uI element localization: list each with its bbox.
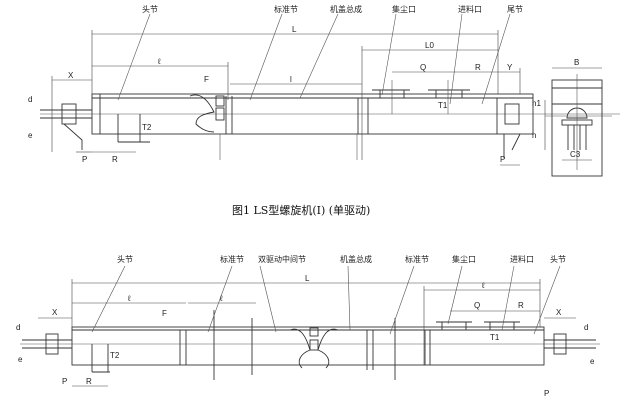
dim-B: B bbox=[574, 58, 579, 67]
dim-R-bottom: R bbox=[86, 377, 92, 386]
dim-T1: T1 bbox=[490, 333, 500, 342]
label-inlet: 进料口 bbox=[458, 4, 482, 14]
label-standard-1: 标准节 bbox=[220, 254, 244, 264]
dim-R-bottom: R bbox=[112, 155, 118, 164]
dim-P-right: P bbox=[544, 389, 549, 398]
dim-h: h bbox=[532, 131, 536, 140]
label-double-drive-middle: 双驱动中间节 bbox=[258, 254, 306, 264]
dim-d-right: d bbox=[584, 323, 588, 332]
dim-L: L bbox=[292, 25, 297, 34]
label-cover: 机盖总成 bbox=[330, 4, 362, 14]
figure-1: 头节 标准节 机盖总成 集尘口 进料口 尾节 L L0 ℓ l Q R Y X … bbox=[28, 4, 620, 217]
screw-flight bbox=[189, 94, 215, 133]
trough-body bbox=[71, 326, 545, 366]
bearing-left bbox=[61, 103, 77, 125]
dust-port bbox=[372, 89, 410, 98]
inlet-port bbox=[484, 321, 520, 330]
dimensions bbox=[38, 279, 576, 387]
dim-X-right: X bbox=[556, 308, 562, 317]
dim-F: F bbox=[204, 75, 209, 84]
inlet-port bbox=[428, 89, 470, 98]
dust-port bbox=[436, 321, 472, 330]
dim-l-2: ℓ bbox=[219, 294, 223, 303]
dim-e-right: e bbox=[590, 357, 595, 366]
label-standard-2: 标准节 bbox=[405, 254, 429, 264]
label-inlet: 进料口 bbox=[510, 254, 534, 264]
support-left bbox=[117, 114, 150, 143]
bearing-left bbox=[45, 333, 59, 355]
dim-X: X bbox=[52, 308, 58, 317]
leaders bbox=[91, 265, 561, 335]
dim-e: e bbox=[18, 355, 23, 364]
dim-R: R bbox=[475, 63, 481, 72]
dim-Q: Q bbox=[474, 301, 480, 310]
dim-R: R bbox=[518, 301, 524, 310]
dim-C3: C3 bbox=[570, 150, 581, 159]
dim-h1: h1 bbox=[532, 99, 541, 108]
dim-e: e bbox=[28, 131, 33, 140]
dim-P-left: P bbox=[62, 377, 67, 386]
dim-l-1: ℓ bbox=[127, 294, 131, 303]
dim-l: l bbox=[290, 75, 292, 84]
dim-d: d bbox=[28, 95, 32, 104]
label-standard: 标准节 bbox=[274, 4, 298, 14]
figure-1-caption: 图1 LS型螺旋机(I) (单驱动) bbox=[232, 203, 370, 217]
dim-d: d bbox=[16, 323, 20, 332]
dim-T2: T2 bbox=[110, 351, 120, 360]
dim-T1: T1 bbox=[438, 101, 448, 110]
label-head: 头节 bbox=[117, 254, 133, 264]
label-head: 头节 bbox=[142, 4, 158, 14]
label-dust-port: 集尘口 bbox=[392, 4, 416, 14]
dim-Q: Q bbox=[420, 63, 426, 72]
dimensions bbox=[51, 30, 546, 166]
label-dust-port: 集尘口 bbox=[452, 254, 476, 264]
label-cover: 机盖总成 bbox=[340, 254, 372, 264]
dim-Y: Y bbox=[507, 63, 513, 72]
figure-2: 头节 标准节 双驱动中间节 机盖总成 标准节 集尘口 进料口 头节 L ℓ ℓ … bbox=[16, 254, 600, 398]
screw-flight bbox=[289, 328, 339, 369]
leaders bbox=[117, 13, 511, 105]
end-view bbox=[545, 67, 612, 177]
dim-l-3: ℓ bbox=[481, 281, 485, 290]
dim-L: L bbox=[305, 274, 310, 283]
dim-P-right: P bbox=[500, 155, 505, 164]
dim-L0: L0 bbox=[425, 41, 434, 50]
label-tail: 尾节 bbox=[507, 5, 523, 14]
dim-T2: T2 bbox=[142, 123, 152, 132]
dim-F: F bbox=[162, 309, 167, 318]
bearing-right bbox=[504, 103, 520, 125]
bearing-right bbox=[553, 333, 567, 355]
label-head-2: 头节 bbox=[550, 254, 566, 264]
dim-l-italic: ℓ bbox=[157, 57, 161, 66]
dim-X: X bbox=[68, 71, 74, 80]
dim-P-left: P bbox=[82, 155, 87, 164]
support-left bbox=[91, 344, 110, 373]
